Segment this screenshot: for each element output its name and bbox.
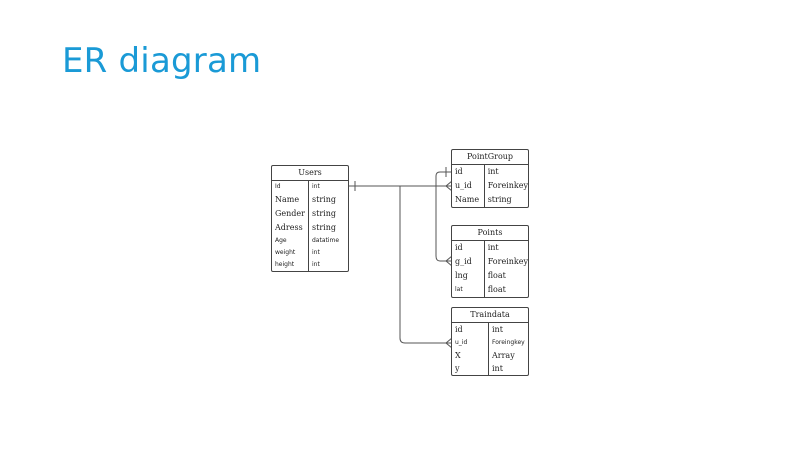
points-field-name: lat xyxy=(455,286,463,293)
entity-users-header: Users xyxy=(272,166,348,181)
points-crowfoot xyxy=(445,255,453,267)
users-field-name: Id xyxy=(275,183,281,190)
pointgroup-field-name: u_id xyxy=(455,181,472,190)
users-field-type: string xyxy=(312,223,336,232)
pointgroup-crowfoot xyxy=(445,180,453,192)
entity-points[interactable]: Points id g_id lng lat int Foreinkey flo… xyxy=(451,225,529,298)
users-field-name: Name xyxy=(275,195,300,204)
pointgroup-to-points-line xyxy=(435,171,452,262)
points-field-type: int xyxy=(487,243,499,252)
traindata-field-type: Array xyxy=(492,351,515,360)
users-field-type: string xyxy=(312,209,336,218)
entity-pointgroup[interactable]: PointGroup id u_id Name int Foreinkey st… xyxy=(451,149,529,208)
entity-users[interactable]: Users Id Name Gender Adress Age weight h… xyxy=(271,165,349,272)
traindata-field-name: X xyxy=(455,351,461,360)
pointgroup-field-type: int xyxy=(487,167,499,176)
traindata-crowfoot xyxy=(445,337,453,349)
points-field-type: Foreinkey xyxy=(487,257,528,266)
users-field-name: weight xyxy=(275,249,296,256)
traindata-field-type: Foreingkey xyxy=(492,339,525,346)
users-field-type: datatime xyxy=(312,237,340,244)
entity-pointgroup-header: PointGroup xyxy=(452,150,528,165)
points-field-type: float xyxy=(487,271,506,280)
users-field-name: Age xyxy=(275,237,287,244)
users-field-name: Adress xyxy=(275,223,303,232)
pointgroup-field-name: id xyxy=(455,167,463,176)
slide-title: ER diagram xyxy=(62,41,262,81)
pointgroup-field-name: Name xyxy=(455,195,480,204)
users-to-traindata-line xyxy=(399,186,452,344)
pointgroup-field-type: Foreinkey xyxy=(487,181,528,190)
users-field-name: Gender xyxy=(275,209,305,218)
users-field-name: height xyxy=(275,261,295,268)
pointgroup-field-type: string xyxy=(487,195,512,204)
traindata-field-type: int xyxy=(492,325,503,334)
entity-traindata[interactable]: Traindata id u_id X y int Foreingkey Arr… xyxy=(451,307,529,376)
points-field-name: id xyxy=(455,243,463,252)
traindata-field-name: y xyxy=(455,364,460,373)
entity-points-header: Points xyxy=(452,226,528,241)
traindata-field-name: u_id xyxy=(455,339,468,346)
points-field-type: float xyxy=(487,285,506,294)
points-field-name: g_id xyxy=(455,257,472,266)
points-field-name: lng xyxy=(455,271,468,280)
users-field-type: int xyxy=(312,261,320,268)
traindata-field-type: int xyxy=(492,364,503,373)
users-field-type: int xyxy=(312,183,320,190)
traindata-field-name: id xyxy=(455,325,463,334)
entity-traindata-header: Traindata xyxy=(452,308,528,323)
users-field-type: int xyxy=(312,249,320,256)
users-field-type: string xyxy=(312,195,336,204)
